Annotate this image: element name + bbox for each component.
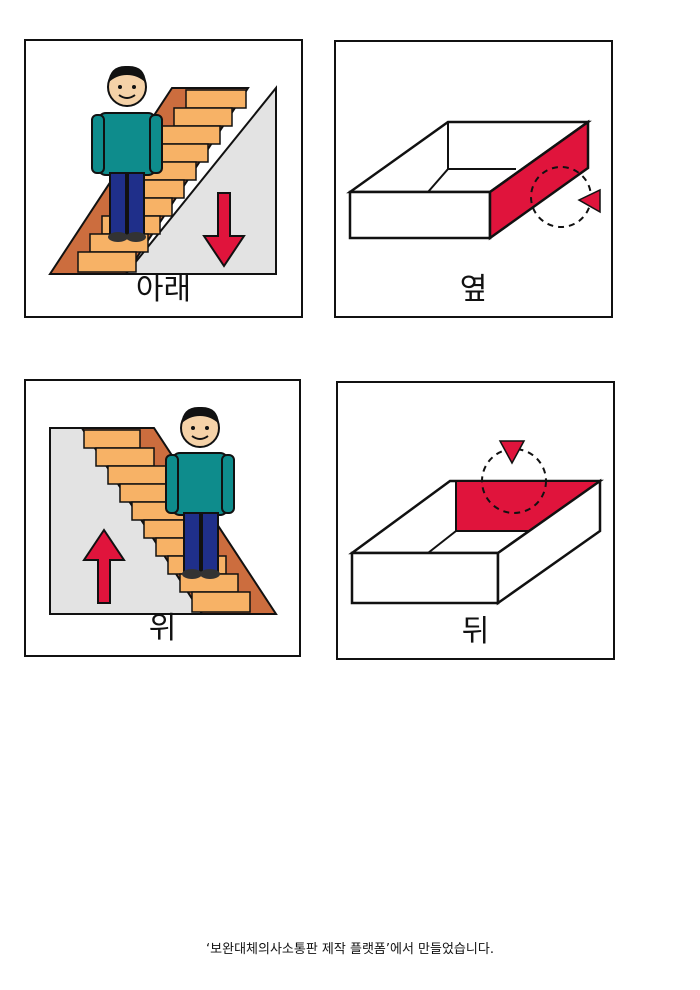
rotate-arrow-icon — [498, 440, 526, 465]
symbol-card-up[interactable]: 위 — [24, 379, 301, 657]
box-side-illustration — [346, 119, 601, 241]
card-label: 아래 — [135, 272, 192, 307]
symbol-card-side[interactable]: 옆 — [334, 40, 613, 318]
card-label: 뒤 — [461, 614, 490, 649]
box-back-illustration — [348, 440, 604, 606]
person-icon — [91, 65, 163, 242]
card-label: 위 — [148, 611, 177, 646]
rotate-arrow-icon — [577, 188, 601, 214]
card-label: 옆 — [459, 272, 488, 307]
symbol-card-down[interactable]: 아래 — [24, 39, 303, 318]
arrow-down-icon — [202, 192, 246, 268]
arrow-up-icon — [82, 528, 126, 604]
stairs-down-illustration — [48, 65, 277, 275]
footer-credit: ‘보완대체의사소통판 제작 플랫폼’에서 만들었습니다. — [206, 942, 494, 957]
person-icon — [165, 406, 235, 579]
stairs-up-illustration — [49, 406, 278, 615]
symbol-card-back[interactable]: 뒤 — [336, 381, 615, 660]
